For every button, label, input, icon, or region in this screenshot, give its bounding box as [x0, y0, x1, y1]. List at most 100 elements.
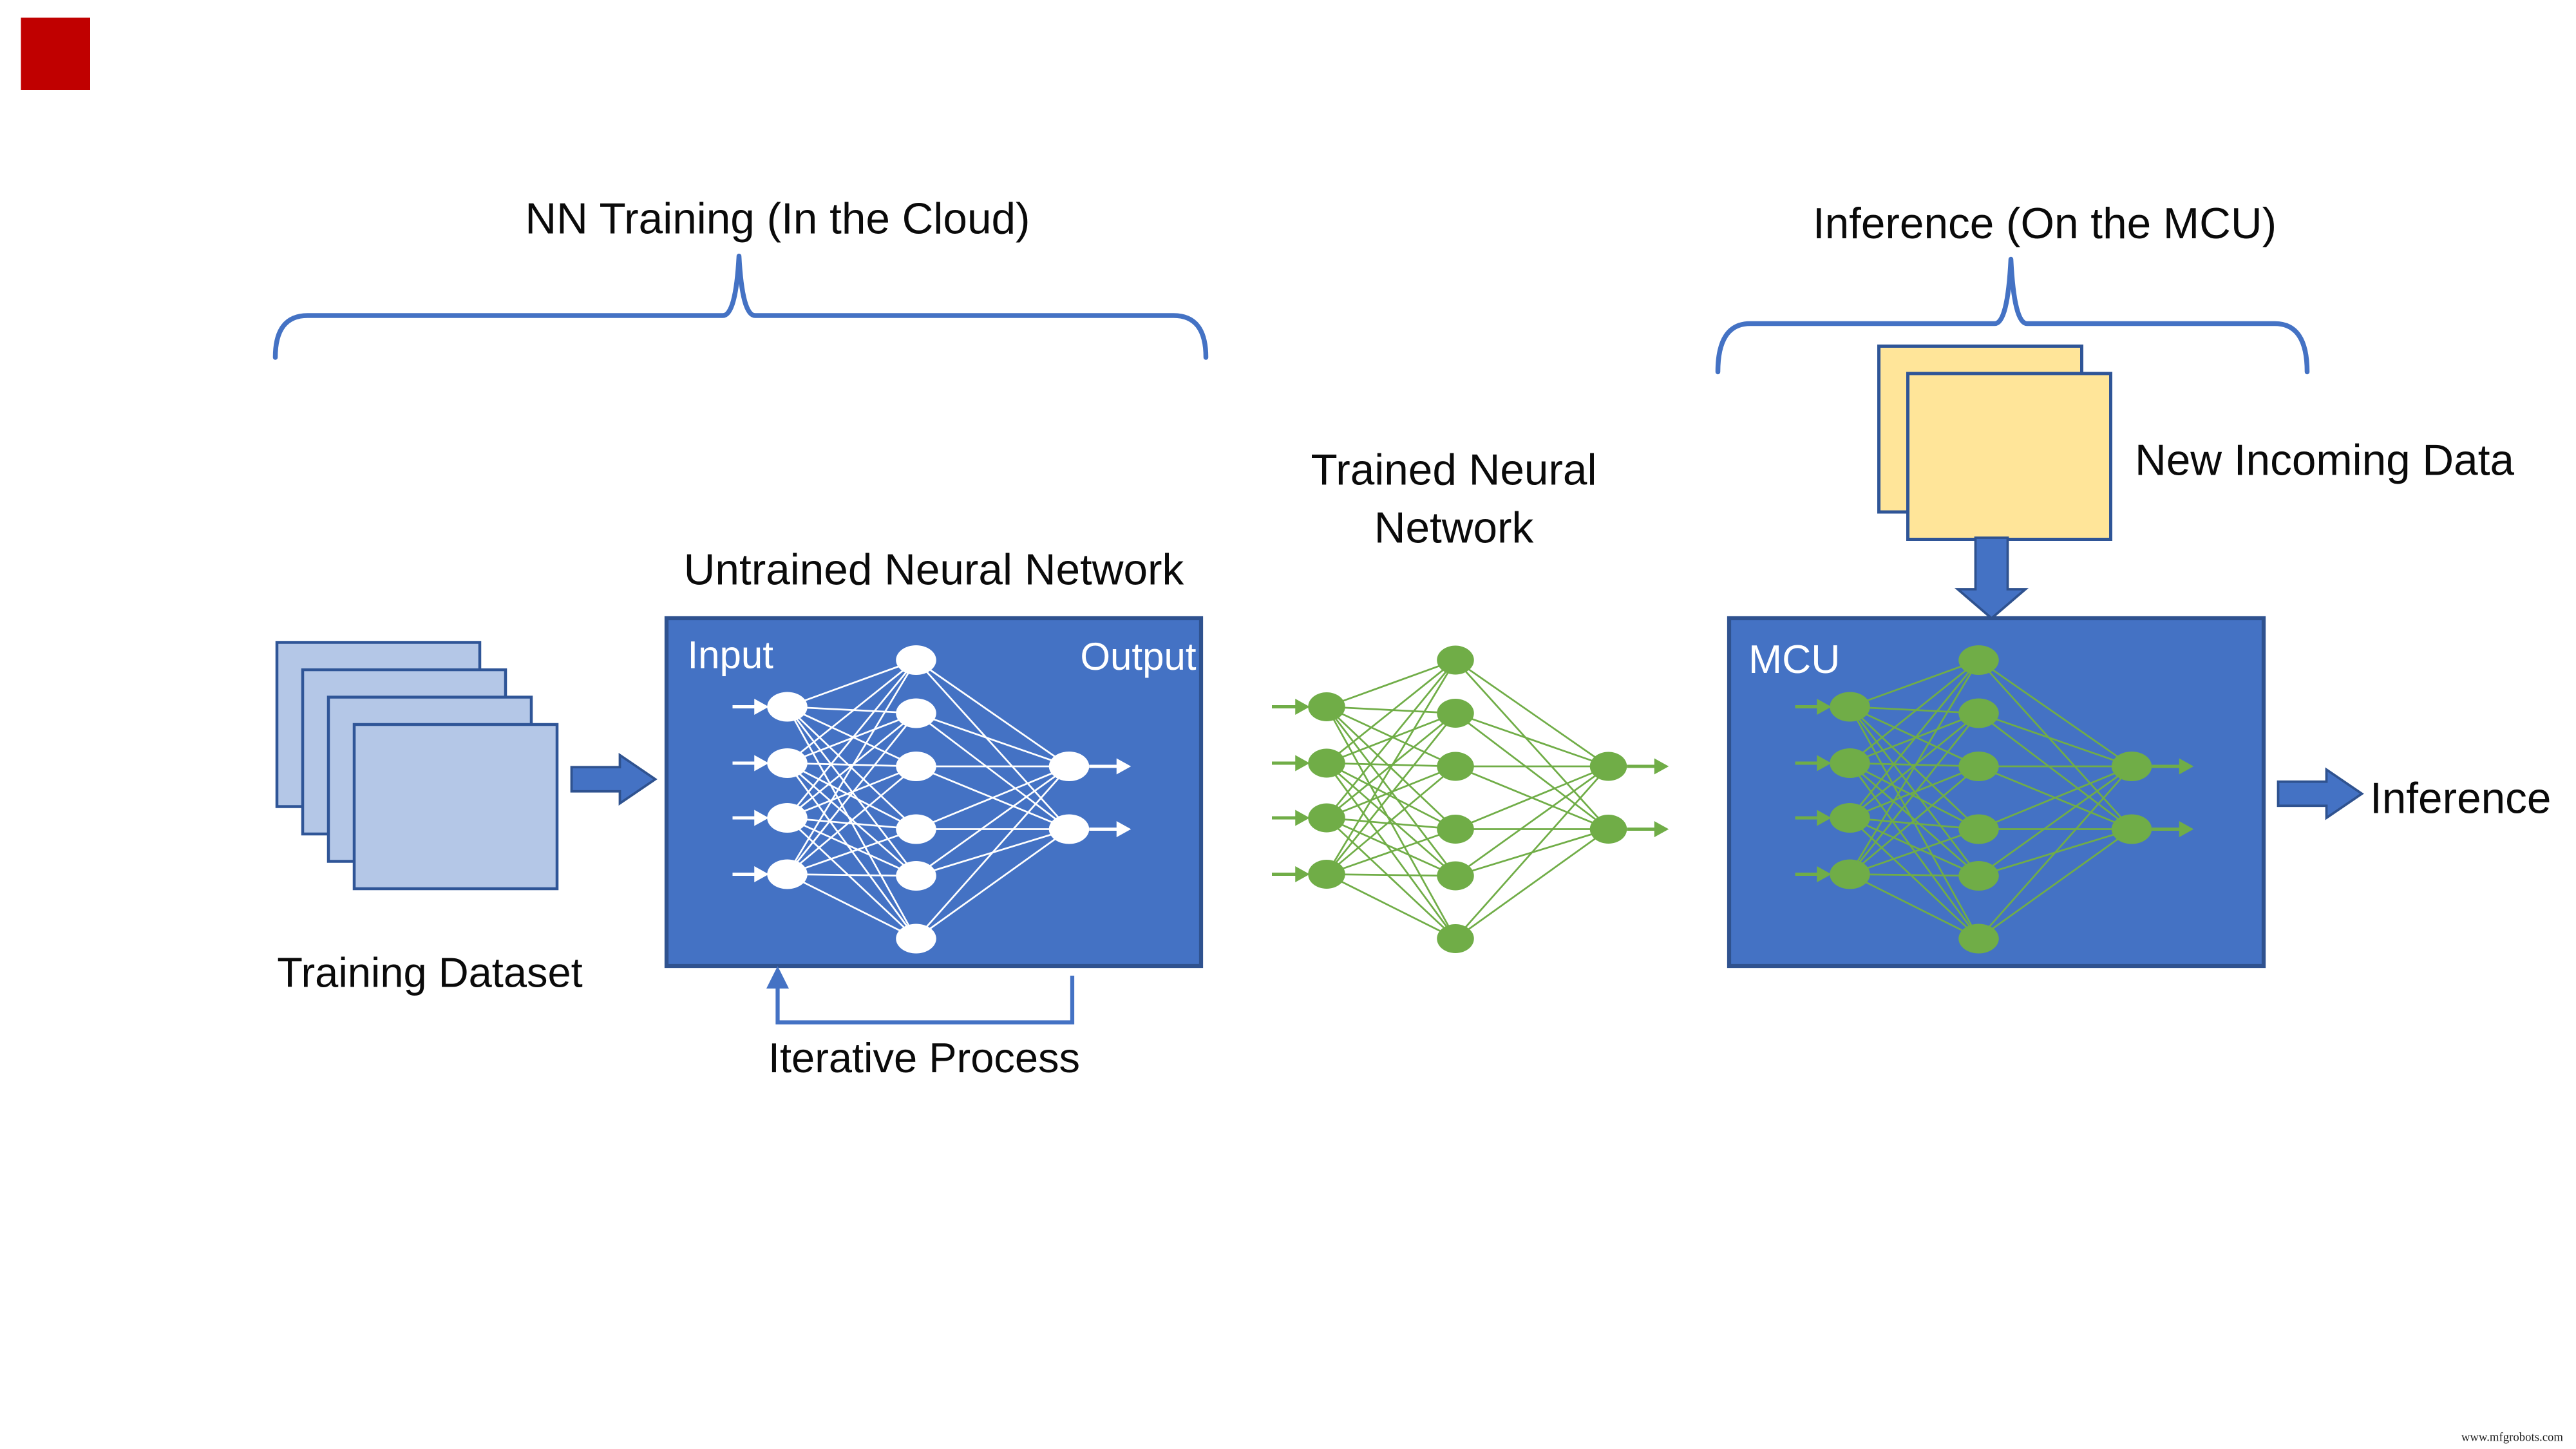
- nn-connection: [1326, 873, 1456, 877]
- untrained-nn-label: Untrained Neural Network: [683, 545, 1184, 594]
- nn-node: [1958, 698, 1999, 728]
- watermark-text: www.mfgrobots.com: [2461, 1430, 2563, 1444]
- nn-node: [1830, 859, 1870, 889]
- nn-connection: [786, 817, 917, 877]
- nn-connection: [1455, 659, 1609, 768]
- nn-connection: [1454, 766, 1609, 940]
- nn-node: [1048, 752, 1090, 781]
- nn-connection: [1326, 817, 1456, 877]
- nn-connection: [786, 659, 917, 819]
- training-dataset-stack: [275, 641, 559, 891]
- nn-connection: [787, 659, 916, 708]
- nn-connection: [787, 817, 916, 830]
- nn-connection: [1849, 659, 1980, 764]
- nn-node: [1830, 803, 1870, 833]
- iterative-process-label: Iterative Process: [768, 1034, 1081, 1082]
- nn-node: [767, 803, 808, 833]
- nn-connection: [1850, 659, 1979, 708]
- nn-node: [1437, 861, 1474, 891]
- nn-input-arrowhead: [1295, 866, 1310, 882]
- nn-connection: [1849, 712, 1980, 875]
- trained-nn-label-line1: Trained Neural: [1311, 446, 1597, 495]
- nn-connection: [786, 762, 917, 830]
- nn-connection: [1849, 659, 1980, 875]
- mcu-inference-brace: [1715, 256, 2310, 375]
- inference-result-label: Inference: [2370, 774, 2552, 823]
- nn-node: [896, 923, 936, 954]
- nn-connection: [786, 712, 917, 875]
- nn-connection: [1326, 659, 1456, 708]
- nn-connection: [1326, 706, 1456, 768]
- nn-input-arrowhead: [1817, 810, 1832, 826]
- trained-nn-label: Trained Neural Network: [1213, 441, 1696, 557]
- nn-connection: [1978, 765, 2132, 877]
- nn-connection: [787, 706, 916, 714]
- nn-node: [1048, 814, 1090, 844]
- nn-connection: [1978, 712, 2132, 830]
- nn-connection: [786, 873, 917, 940]
- nn-node: [2111, 752, 2152, 781]
- nn-output-arrowhead: [2179, 758, 2194, 775]
- training-dataset-label: Training Dataset: [277, 948, 583, 997]
- mcu-label: MCU: [1748, 638, 1841, 683]
- section-title-inference: Inference (On the MCU): [1812, 200, 2277, 248]
- nn-connection: [787, 828, 916, 875]
- nn-connection: [786, 706, 917, 768]
- nn-connection: [786, 765, 917, 875]
- nn-input-arrowhead: [1295, 699, 1310, 715]
- dataset-sheet: [352, 723, 559, 891]
- mcu-neural-network: [1795, 645, 2194, 954]
- trained-neural-network: [1272, 645, 1669, 953]
- nn-connection: [915, 765, 1070, 830]
- nn-input-arrowhead: [1817, 699, 1832, 715]
- nn-input-arrowhead: [754, 755, 769, 772]
- nn-connection: [787, 873, 916, 877]
- incoming-sheet: [1906, 372, 2112, 541]
- nn-node: [896, 861, 936, 891]
- new-incoming-data-stack: [1877, 345, 2112, 541]
- nn-connection: [1978, 766, 2133, 940]
- nn-connection: [1326, 828, 1456, 875]
- nn-connection: [1455, 765, 1609, 877]
- nn-connection: [1849, 873, 1980, 940]
- nn-node: [1437, 752, 1474, 781]
- nn-node: [896, 698, 936, 728]
- untrained-nn-box: [664, 616, 1204, 969]
- nn-node: [896, 645, 936, 675]
- mcu-to-inference-arrow: [2277, 767, 2364, 820]
- trained-nn-label-line2: Network: [1374, 504, 1534, 553]
- nn-input-arrowhead: [1817, 755, 1832, 772]
- nn-connection: [1325, 659, 1457, 875]
- nn-connection: [1849, 706, 1980, 768]
- nn-node: [1308, 692, 1345, 721]
- nn-input-arrowhead: [754, 699, 769, 715]
- section-title-training: NN Training (In the Cloud): [525, 194, 1030, 243]
- nn-input-arrowhead: [754, 810, 769, 826]
- nn-connection: [915, 659, 1070, 830]
- new-incoming-data-label: New Incoming Data: [2135, 436, 2515, 485]
- nn-node: [1958, 814, 1999, 844]
- mcu-box: [1727, 616, 2266, 969]
- nn-node: [767, 748, 808, 778]
- nn-output-arrowhead: [1116, 821, 1132, 837]
- dataset-to-nn-arrow: [570, 752, 658, 806]
- nn-output-arrowhead: [2179, 821, 2194, 837]
- nn-node: [1958, 923, 1999, 954]
- nn-connection: [915, 659, 1070, 768]
- nn-node: [1437, 645, 1474, 675]
- nn-connection: [1850, 706, 1979, 714]
- nn-node: [1958, 861, 1999, 891]
- nn-connection: [1850, 828, 1979, 875]
- nn-connection: [1455, 712, 1609, 768]
- nn-connection: [1326, 706, 1456, 714]
- nn-connection: [1326, 765, 1456, 875]
- nn-connection: [1326, 762, 1456, 830]
- nn-connection: [1849, 765, 1980, 875]
- nn-connection: [915, 765, 1070, 877]
- output-label: Output: [1080, 636, 1197, 680]
- nn-connection: [1849, 762, 1980, 830]
- nn-output-arrowhead: [1116, 758, 1132, 775]
- nn-node: [1437, 924, 1474, 953]
- nn-connection: [1978, 828, 2132, 940]
